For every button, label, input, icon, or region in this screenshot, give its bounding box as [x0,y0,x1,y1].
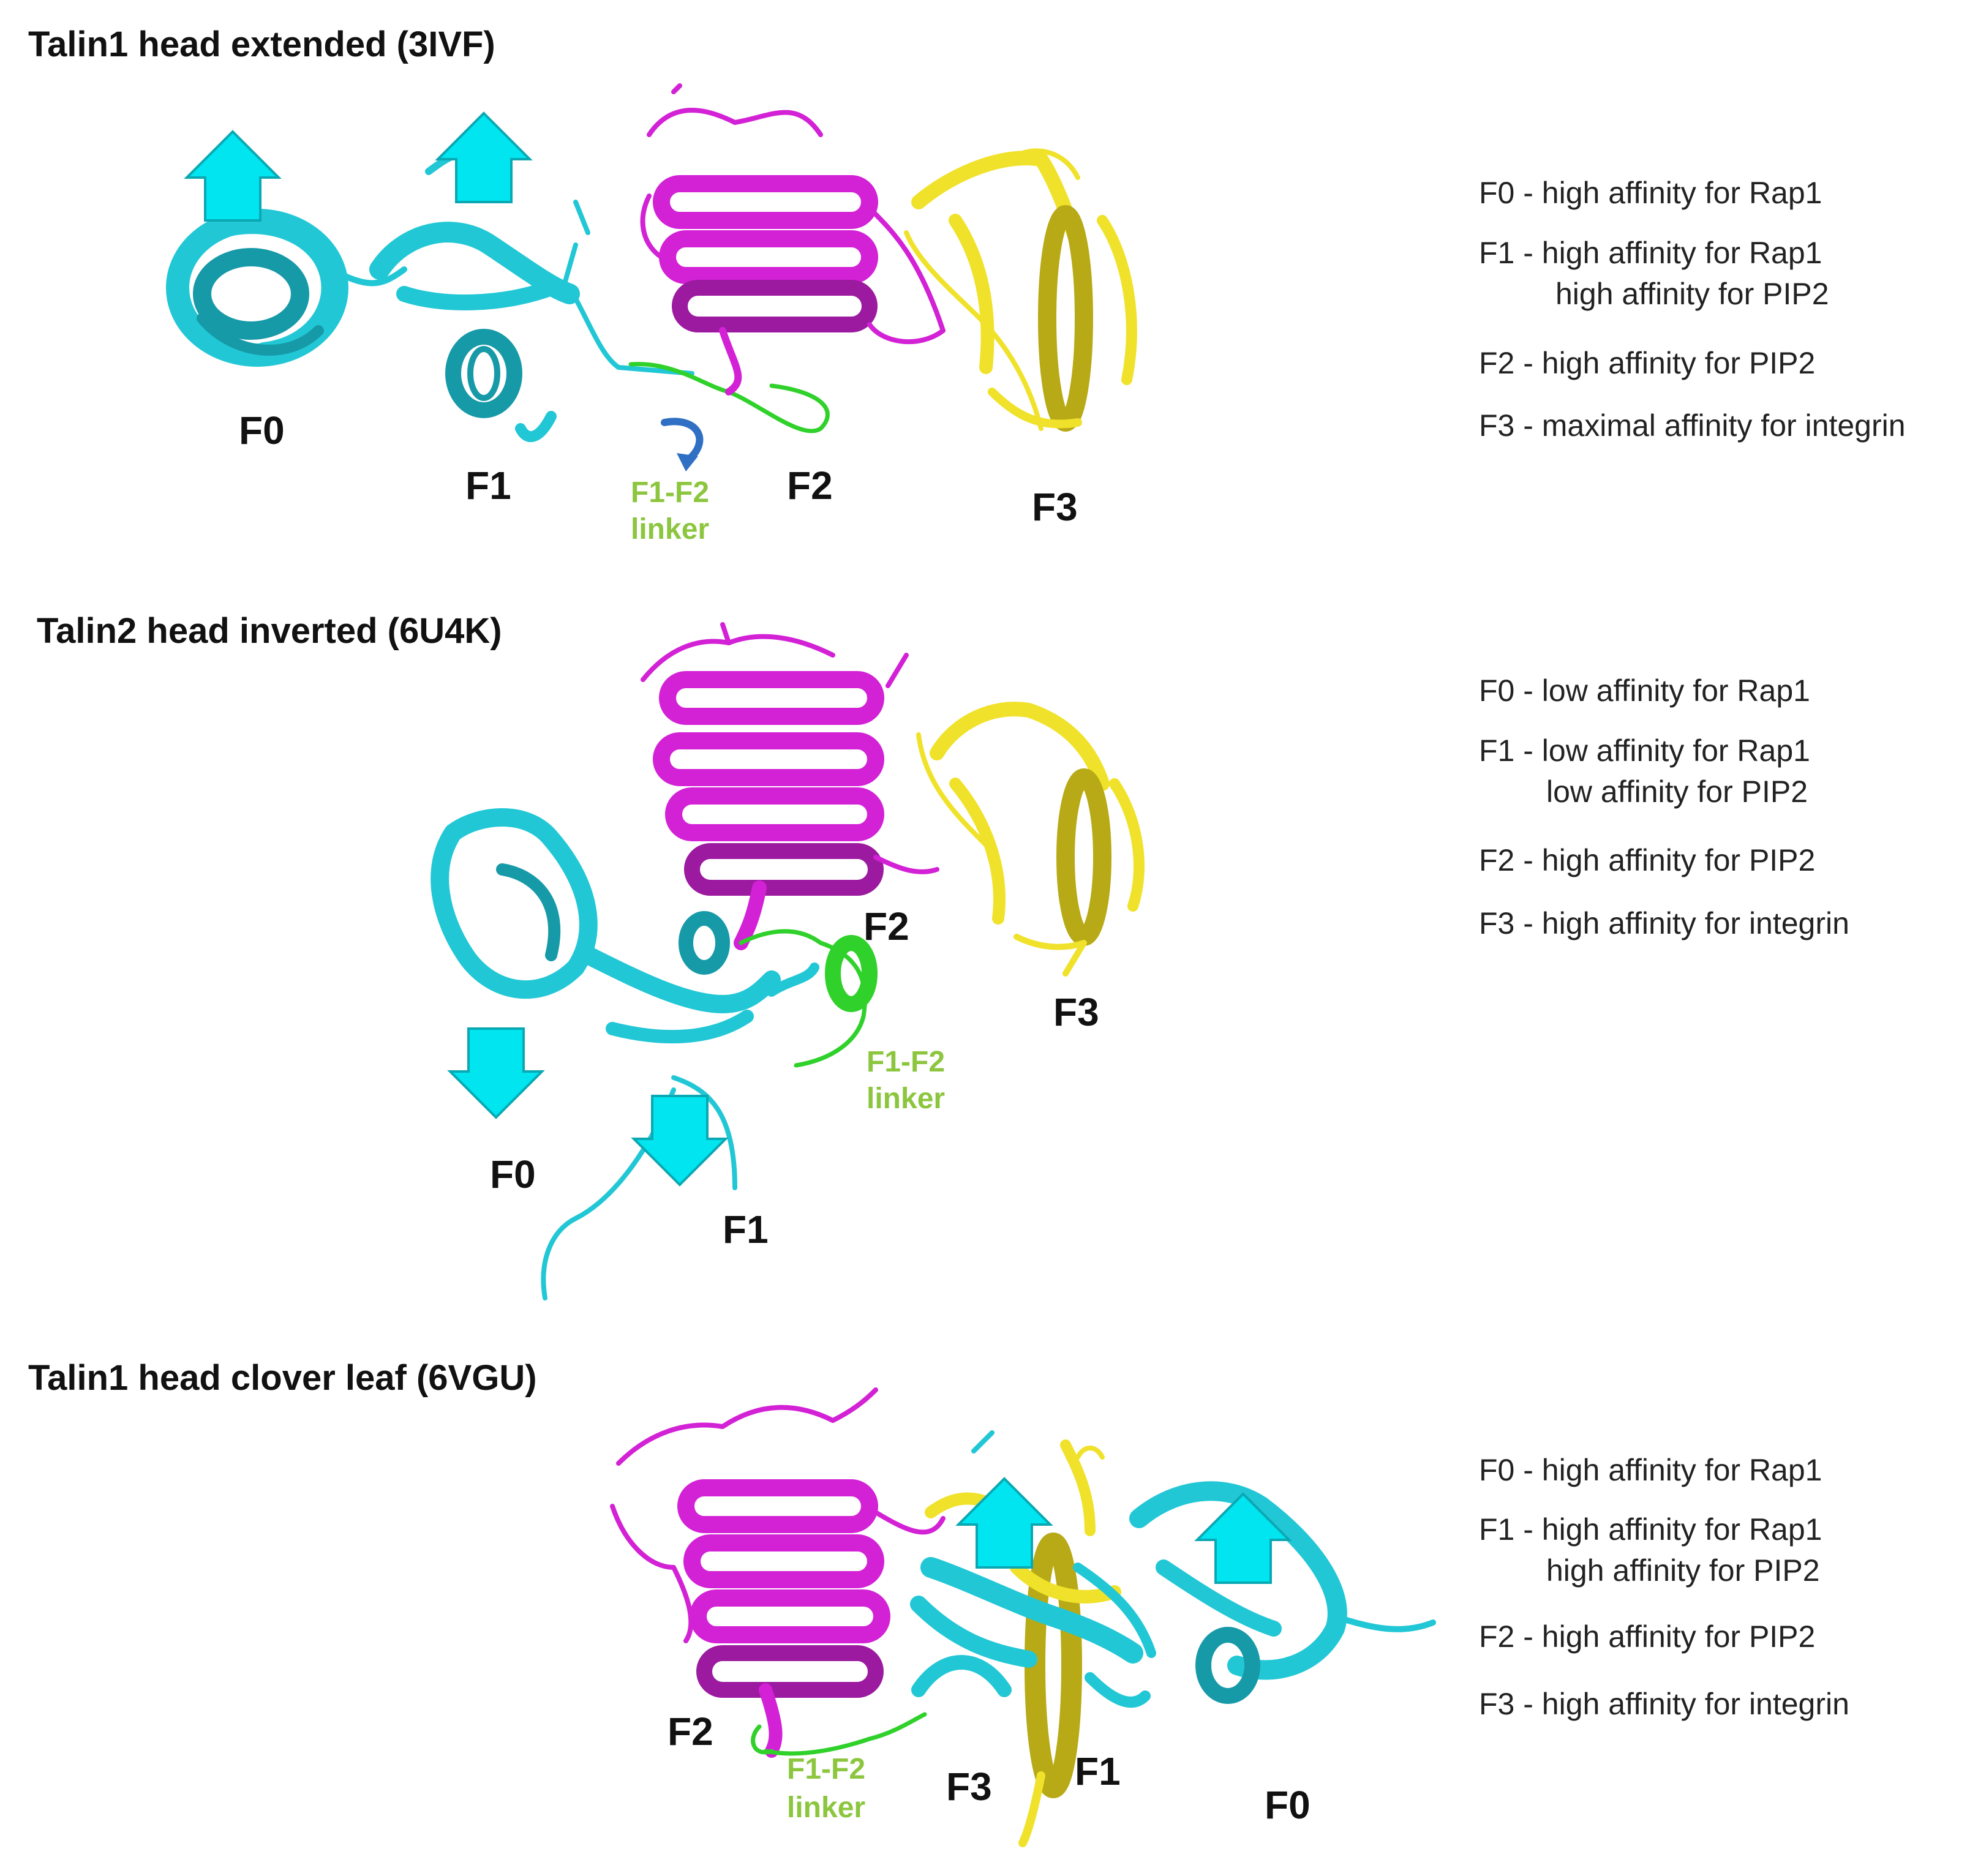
f2-structure [641,622,939,950]
f1-arrow-up-icon [955,1477,1053,1569]
domain-label-f3: F3 [1053,990,1099,1034]
affinity-f3: F3 - maximal affinity for integrin [1479,408,1906,443]
domain-label-f0: F0 [239,408,285,452]
f1-arrow-down-icon [631,1095,729,1187]
affinity-f1: F1 - low affinity for Rap1 [1479,734,1810,768]
linker-label-line1: F1-F2 [631,476,709,509]
f3-structure [904,148,1137,432]
f0-arrow-down-icon [447,1027,545,1119]
f0-structure [166,209,407,367]
curved-arrow-head-icon [677,453,698,471]
domain-label-f0: F0 [490,1152,536,1196]
affinity-f3: F3 - high affinity for integrin [1479,1687,1849,1721]
domain-label-f2: F2 [667,1709,713,1754]
panel-title: Talin1 head extended (3IVF) [28,24,495,64]
panel-talin1-extended: Talin1 head extended (3IVF) [28,24,1906,546]
affinity-f0: F0 - high affinity for Rap1 [1479,1453,1822,1487]
affinity-list: F0 - high affinity for Rap1 F1 - high af… [1479,1453,1849,1721]
affinity-f0: F0 - high affinity for Rap1 [1479,176,1822,210]
panel-title: Talin1 head clover leaf (6VGU) [28,1358,537,1398]
panel-talin2-inverted: Talin2 head inverted (6U4K) [37,611,1849,1300]
f1-structure [369,151,694,443]
linker-label-line1: F1-F2 [867,1046,945,1078]
affinity-f1-pip2: high affinity for PIP2 [1546,1553,1820,1588]
f0-f1-structure [431,808,819,1300]
linker-label-line2: linker [867,1082,945,1115]
domain-label-f2: F2 [863,904,909,948]
affinity-list: F0 - low affinity for Rap1 F1 - low affi… [1479,673,1849,940]
affinity-f3: F3 - high affinity for integrin [1479,906,1849,940]
f0-arrow-up-icon [1194,1492,1292,1584]
affinity-f1-pip2: high affinity for PIP2 [1555,277,1829,311]
domain-label-f3: F3 [946,1765,992,1809]
panel-title: Talin2 head inverted (6U4K) [37,611,502,651]
affinity-f2: F2 - high affinity for PIP2 [1479,1619,1815,1654]
domain-label-f2: F2 [787,463,833,508]
domain-label-f0: F0 [1265,1783,1311,1827]
panel-talin1-clover-leaf: Talin1 head clover leaf (6VGU) [28,1358,1849,1847]
affinity-f1-pip2: low affinity for PIP2 [1546,775,1808,809]
affinity-f2: F2 - high affinity for PIP2 [1479,346,1815,380]
domain-label-f1: F1 [1075,1749,1121,1793]
f1-f2-linker [739,929,867,1068]
domain-label-f1: F1 [465,463,511,508]
f3-structure [916,702,1145,977]
linker-label-line2: linker [787,1792,865,1824]
f1-f2-linker [628,362,830,433]
affinity-f1: F1 - high affinity for Rap1 [1479,1512,1822,1547]
f1-f2-linker [751,1712,927,1756]
linker-label-line2: linker [631,513,709,546]
domain-label-f3: F3 [1032,485,1078,529]
linker-label-line1: F1-F2 [787,1753,865,1785]
f1-f0-structure [910,1430,1436,1708]
linker-helix [825,935,878,1012]
curved-arrow-icon [661,418,704,463]
affinity-f1: F1 - high affinity for Rap1 [1479,236,1822,270]
f2-structure [610,1387,946,1758]
affinity-list: F0 - high affinity for Rap1 F1 - high af… [1479,176,1906,443]
affinity-f0: F0 - low affinity for Rap1 [1479,673,1810,708]
affinity-f2: F2 - high affinity for PIP2 [1479,843,1815,877]
f0-arrow-up-icon [184,130,282,222]
f2-structure [640,83,946,396]
f1-arrow-up-icon [435,111,533,203]
domain-label-f1: F1 [723,1207,769,1251]
